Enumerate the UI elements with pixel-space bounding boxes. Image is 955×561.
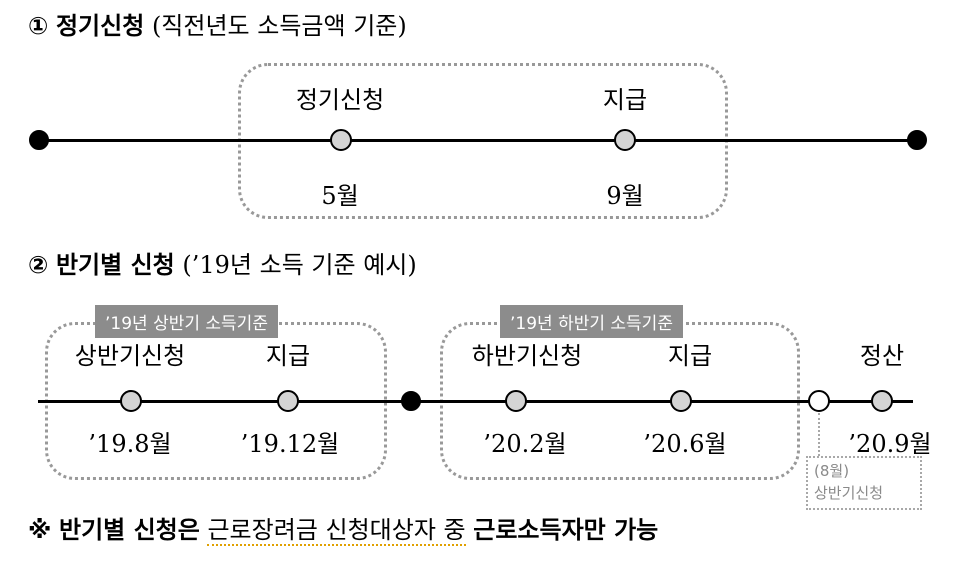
- regular-apply-label: 정기신청: [295, 86, 385, 114]
- section2-heading: 반기별 신청: [55, 251, 175, 279]
- footer-note: ※ 반기별 신청은 근로장려금 신청대상자 중 근로소득자만 가능: [28, 510, 659, 546]
- section1-heading: 정기신청: [55, 12, 145, 40]
- section2-title: ② 반기별 신청 (’19년 소득 기준 예시): [28, 245, 417, 280]
- regular-apply-month: 5월: [321, 182, 359, 210]
- section1-title: ① 정기신청 (직전년도 소득금액 기준): [28, 6, 407, 41]
- settlement-label: 정산: [859, 342, 905, 370]
- first-half-payment-month: ’19.12월: [240, 430, 340, 458]
- second-half-apply-month: ’20.2월: [483, 430, 567, 458]
- timeline-1-start-node: [29, 130, 49, 150]
- side-note-box: (8월) 상반기신청: [806, 456, 922, 510]
- footer-symbol: ※: [28, 516, 52, 544]
- timeline-2-mid-node: [401, 391, 421, 411]
- regular-payment-label: 지급: [602, 86, 648, 114]
- second-half-banner: ’19년 하반기 소득기준: [500, 305, 683, 338]
- section1-number: ①: [28, 12, 49, 40]
- regular-payment-node: [614, 129, 636, 151]
- side-note-line2: 상반기신청: [814, 484, 884, 502]
- section1-subtitle: (직전년도 소득금액 기준): [151, 12, 407, 40]
- side-note-connector: [818, 413, 820, 456]
- settlement-month: ’20.9월: [848, 430, 932, 458]
- timeline-2: [38, 400, 913, 403]
- timeline-1: [38, 139, 918, 142]
- first-half-payment-label: 지급: [265, 342, 311, 370]
- footer-part1: 반기별 신청은: [58, 516, 200, 544]
- regular-payment-month: 9월: [606, 182, 644, 210]
- footer-part2: 근로장려금 신청대상자 중: [207, 516, 466, 546]
- second-half-payment-label: 지급: [667, 342, 713, 370]
- first-half-banner: ’19년 상반기 소득기준: [95, 305, 278, 338]
- first-half-payment-node: [277, 390, 299, 412]
- first-half-apply-month: ’19.8월: [88, 430, 172, 458]
- second-half-payment-node: [670, 390, 692, 412]
- settlement-node: [871, 390, 893, 412]
- footer-part3: 근로소득자만 가능: [473, 516, 659, 544]
- first-half-apply-label: 상반기신청: [74, 342, 186, 370]
- second-half-payment-month: ’20.6월: [643, 430, 727, 458]
- regular-apply-node: [330, 129, 352, 151]
- timeline-1-end-node: [907, 130, 927, 150]
- section2-subtitle: (’19년 소득 기준 예시): [182, 251, 417, 279]
- first-half-apply-node: [120, 390, 142, 412]
- second-half-apply-node: [505, 390, 527, 412]
- second-half-apply-label: 하반기신청: [471, 342, 583, 370]
- section2-number: ②: [28, 251, 49, 279]
- first-half-apply-august-node: [808, 390, 830, 412]
- side-note-line1: (8월): [814, 462, 850, 480]
